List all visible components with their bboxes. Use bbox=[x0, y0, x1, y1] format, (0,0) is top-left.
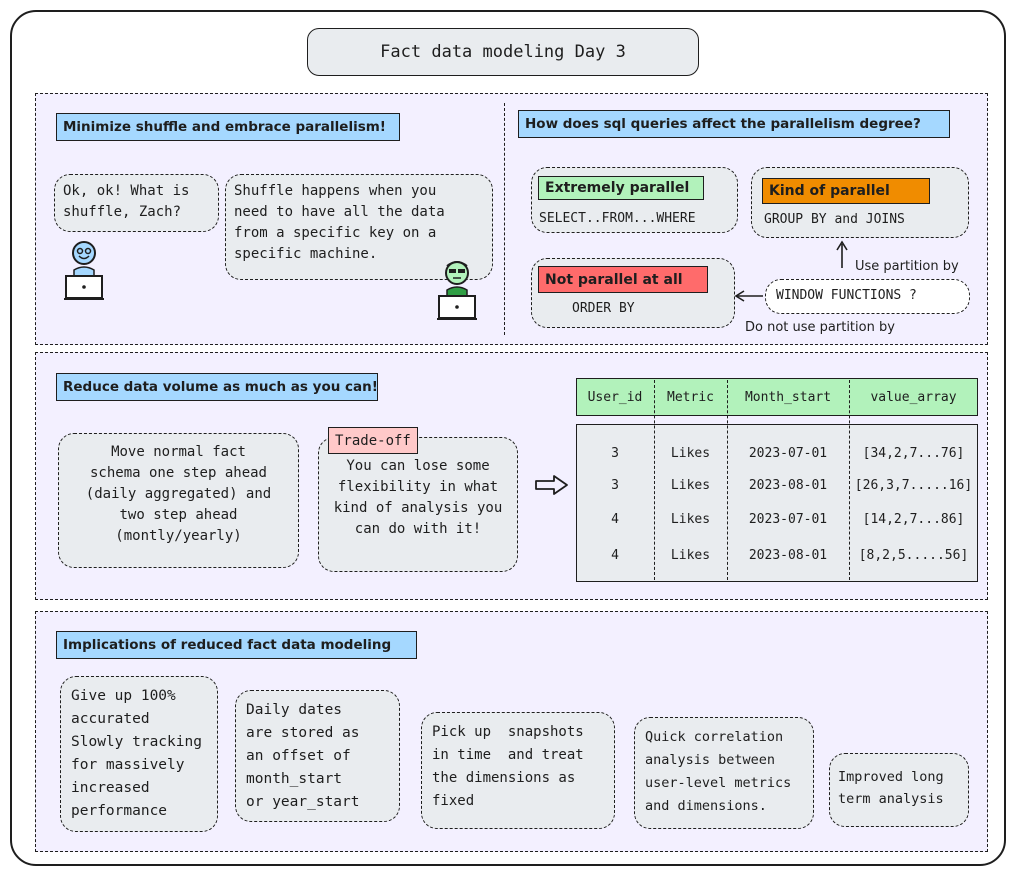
table-cell: Likes bbox=[670, 446, 711, 461]
implication-card-4: Quick correlation analysis between user-… bbox=[634, 717, 814, 829]
table-cell: 4 bbox=[611, 512, 619, 527]
not-parallel-label: Not parallel at all bbox=[538, 266, 708, 293]
extremely-parallel-label: Extremely parallel bbox=[538, 176, 704, 200]
implication-card-3: Pick up snapshots in time and treat the … bbox=[421, 712, 615, 829]
implication-text-4: Quick correlation analysis between user-… bbox=[645, 729, 792, 814]
implication-card-2: Daily dates are stored as an offset of m… bbox=[235, 690, 400, 822]
kind-of-parallel-detail: GROUP BY and JOINS bbox=[764, 212, 905, 227]
implication-text-2: Daily dates are stored as an offset of m… bbox=[246, 702, 360, 810]
kind-of-parallel-label: Kind of parallel bbox=[762, 178, 930, 204]
table-col-divider bbox=[727, 380, 728, 580]
header-sql-parallelism: How does sql queries affect the parallel… bbox=[518, 110, 950, 138]
header-minimize-shuffle: Minimize shuffle and embrace parallelism… bbox=[56, 113, 400, 141]
no-partition-note: Do not use partition by bbox=[745, 320, 895, 335]
table-cell: 3 bbox=[611, 446, 619, 461]
header-implications: Implications of reduced fact data modeli… bbox=[56, 631, 417, 659]
table-cell: Likes bbox=[670, 512, 711, 527]
window-functions-text: WINDOW FUNCTIONS ? bbox=[776, 288, 917, 303]
table-cell: Likes bbox=[670, 478, 711, 493]
move-schema-bubble: Move normal fact schema one step ahead (… bbox=[58, 433, 299, 568]
table-cell: [14,2,7...86] bbox=[862, 512, 965, 527]
extremely-parallel-detail: SELECT..FROM...WHERE bbox=[539, 211, 696, 226]
question-bubble: Ok, ok! What is shuffle, Zach? bbox=[54, 174, 219, 232]
implication-text-3: Pick up snapshots in time and treat the … bbox=[432, 724, 584, 809]
table-col-divider bbox=[849, 380, 850, 580]
header-reduce-volume: Reduce data volume as much as you can! bbox=[56, 373, 378, 401]
table-cell: [26,3,7.....16] bbox=[854, 478, 973, 493]
table-cell: [34,2,7...76] bbox=[862, 446, 965, 461]
tradeoff-bubble: You can lose some flexibility in what ki… bbox=[318, 437, 518, 572]
answer-bubble: Shuffle happens when you need to have al… bbox=[225, 174, 493, 280]
question-text: Ok, ok! What is shuffle, Zach? bbox=[63, 183, 190, 220]
section-divider bbox=[504, 103, 505, 335]
right-arrow-icon bbox=[535, 475, 568, 495]
table-col-divider bbox=[654, 380, 655, 580]
answer-text: Shuffle happens when you need to have al… bbox=[234, 183, 445, 262]
tradeoff-label: Trade-off bbox=[328, 427, 418, 454]
page-title: Fact data modeling Day 3 bbox=[307, 28, 699, 76]
implication-card-1: Give up 100% accurated Slowly tracking f… bbox=[60, 676, 218, 832]
table-cell: 2023-08-01 bbox=[748, 548, 828, 563]
table-cell: 2023-07-01 bbox=[748, 446, 828, 461]
implication-text-5: Improved long term analysis bbox=[838, 769, 944, 807]
table-col-header: Metric bbox=[667, 390, 714, 405]
table-header bbox=[576, 378, 978, 416]
instructor-avatar-icon bbox=[437, 261, 477, 320]
tradeoff-text: You can lose some flexibility in what ki… bbox=[333, 458, 503, 537]
implication-text-1: Give up 100% accurated Slowly tracking f… bbox=[71, 688, 202, 819]
student-avatar-icon bbox=[64, 241, 104, 300]
table-cell: Likes bbox=[670, 548, 711, 563]
implication-card-5: Improved long term analysis bbox=[829, 753, 969, 827]
move-schema-text: Move normal fact schema one step ahead (… bbox=[85, 444, 272, 544]
table-cell: 2023-08-01 bbox=[748, 478, 828, 493]
table-cell: 3 bbox=[611, 478, 619, 493]
table-col-header: User_id bbox=[587, 390, 643, 405]
not-parallel-detail: ORDER BY bbox=[572, 301, 635, 316]
window-functions-card: WINDOW FUNCTIONS ? bbox=[765, 279, 970, 314]
table-col-header: value_array bbox=[870, 390, 957, 405]
table-cell: 2023-07-01 bbox=[748, 512, 828, 527]
use-partition-note: Use partition by bbox=[855, 259, 959, 274]
table-col-header: Month_start bbox=[744, 390, 832, 405]
table-cell: [8,2,5.....56] bbox=[858, 548, 969, 563]
table-body bbox=[576, 424, 978, 582]
table-cell: 4 bbox=[611, 548, 619, 563]
